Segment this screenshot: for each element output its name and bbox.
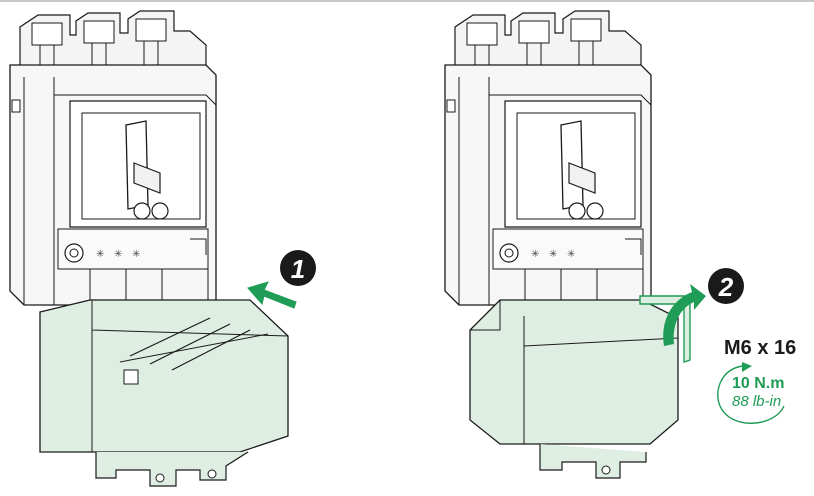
- top-border: [0, 0, 814, 2]
- torque-imperial-label: 88 lb-in: [732, 393, 781, 410]
- terminal-cover-step-2: [469, 295, 691, 479]
- terminal-cover-step-1: [39, 299, 289, 487]
- svg-text:1: 1: [291, 254, 305, 284]
- torque-metric-label: 10 N.m: [732, 375, 784, 392]
- rotate-arrow-icon: [663, 284, 706, 346]
- push-arrow-icon: [247, 281, 297, 309]
- svg-text:2: 2: [718, 272, 734, 302]
- breaker-step-1: [9, 10, 217, 306]
- breaker-step-2: [444, 10, 652, 306]
- step-2-badge: 2: [708, 268, 744, 304]
- torque-arrow-icon: [717, 362, 785, 424]
- screw-size-label: M6 x 16: [724, 337, 796, 359]
- step-1-badge: 1: [280, 250, 316, 286]
